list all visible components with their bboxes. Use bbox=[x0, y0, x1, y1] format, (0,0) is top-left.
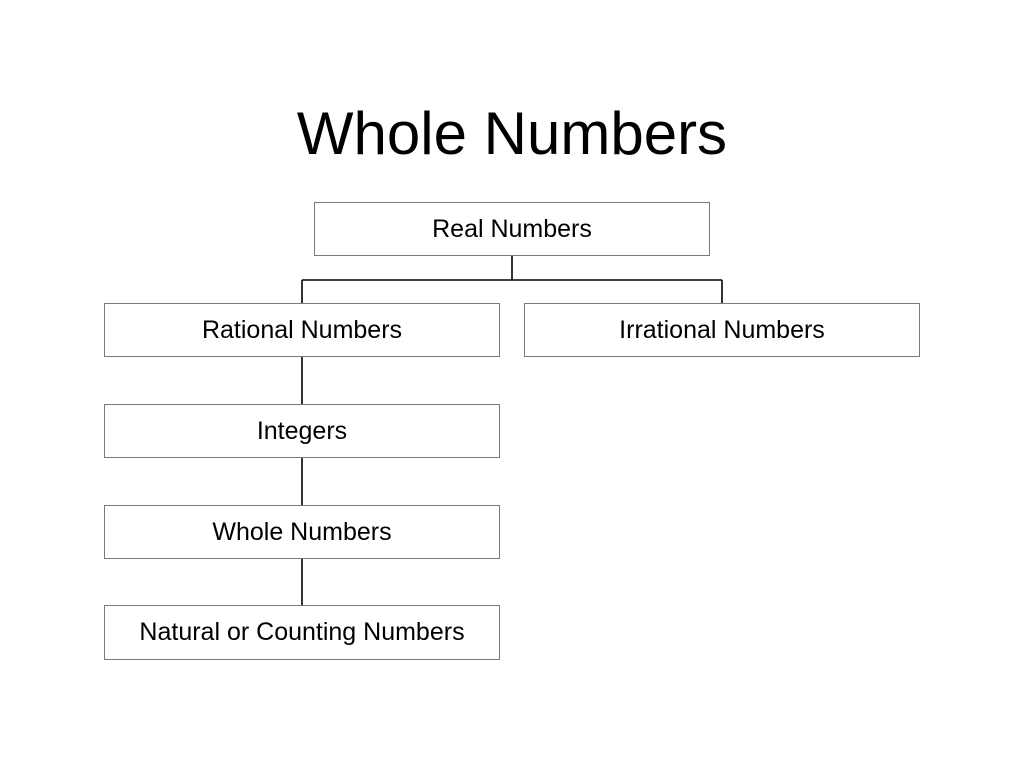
slide-title: Whole Numbers bbox=[296, 100, 728, 167]
node-integers: Integers bbox=[104, 404, 500, 458]
node-real-numbers: Real Numbers bbox=[314, 202, 710, 256]
node-natural-counting-numbers: Natural or Counting Numbers bbox=[104, 605, 500, 660]
node-irrational-numbers: Irrational Numbers bbox=[524, 303, 920, 357]
node-whole-numbers: Whole Numbers bbox=[104, 505, 500, 559]
node-rational-numbers: Rational Numbers bbox=[104, 303, 500, 357]
